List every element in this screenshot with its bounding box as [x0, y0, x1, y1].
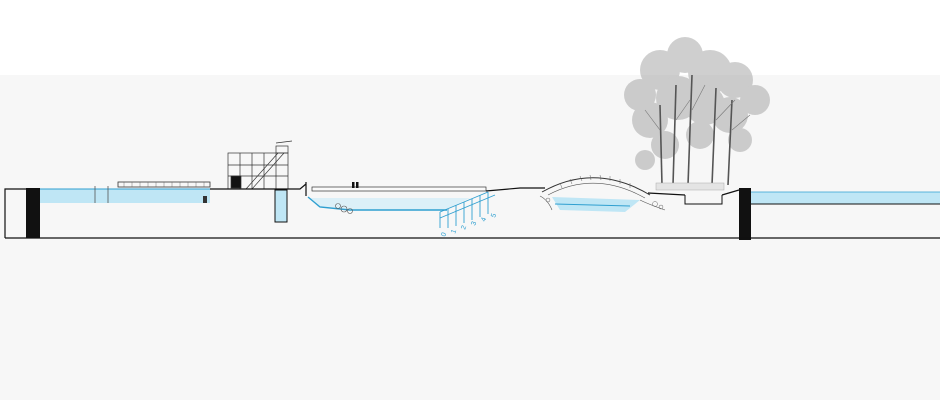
gauge-tick-label: 0	[440, 232, 448, 238]
left-basin	[26, 181, 211, 238]
gauge-tick-label: 3	[470, 221, 478, 227]
sloped-gauge	[439, 191, 496, 228]
right-basin-water	[751, 192, 940, 204]
gauge-tick-label: 5	[490, 213, 498, 219]
left-basin-water	[40, 189, 210, 203]
left-retaining-wall	[26, 188, 40, 238]
shaft-water	[274, 189, 288, 223]
ground-profile	[4, 183, 740, 238]
right-retaining-wall	[739, 188, 751, 240]
central-pond	[307, 196, 470, 214]
tree-grove	[624, 37, 770, 191]
right-step	[684, 195, 723, 205]
gauge-tick-label: 1	[450, 229, 458, 235]
gauge-tick-label: 4	[480, 217, 488, 223]
arched-bridge	[539, 174, 666, 212]
right-basin	[739, 188, 940, 240]
gauge-tick-label: 2	[460, 225, 468, 231]
